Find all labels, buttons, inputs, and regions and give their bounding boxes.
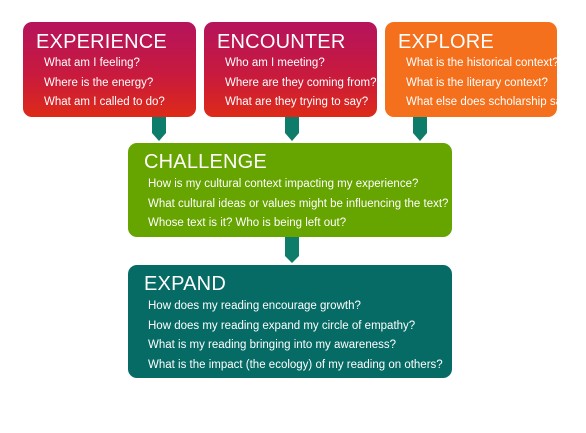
experience-title: EXPERIENCE bbox=[36, 31, 167, 53]
list-item: What am I feeling? bbox=[44, 57, 140, 69]
list-item: What is my reading bringing into my awar… bbox=[148, 339, 397, 351]
list-item: What is the impact (the ecology) of my r… bbox=[148, 358, 443, 371]
list-item: Where are they coming from? bbox=[225, 76, 377, 89]
list-item: How does my reading expand my circle of … bbox=[148, 319, 416, 332]
list-item: What else does scholarship say? bbox=[406, 96, 575, 108]
arrow-explore-to-challenge bbox=[413, 117, 427, 141]
encounter-questions: Who am I meeting? Where are they coming … bbox=[225, 57, 377, 117]
list-item: How does my reading encourage growth? bbox=[148, 300, 361, 312]
arrow-experience-to-challenge bbox=[152, 117, 166, 141]
explore-title: EXPLORE bbox=[398, 31, 494, 53]
encounter-title: ENCOUNTER bbox=[217, 31, 346, 53]
list-item: What is the literary context? bbox=[406, 76, 548, 89]
challenge-title: CHALLENGE bbox=[144, 151, 267, 173]
arrow-encounter-to-challenge bbox=[285, 117, 299, 141]
experience-questions: What am I feeling? Where is the energy? … bbox=[44, 57, 165, 117]
expand-title: EXPAND bbox=[144, 273, 226, 295]
encounter-box: ENCOUNTER Who am I meeting? Where are th… bbox=[204, 22, 377, 117]
expand-box: EXPAND How does my reading encourage gro… bbox=[128, 265, 452, 378]
explore-box: EXPLORE What is the historical context? … bbox=[385, 22, 574, 117]
list-item: Whose text is it? Who is being left out? bbox=[148, 217, 347, 229]
experience-box: EXPERIENCE What am I feeling? Where is t… bbox=[23, 22, 196, 117]
list-item: What are they trying to say? bbox=[225, 96, 369, 108]
list-item: How is my cultural context impacting my … bbox=[148, 178, 419, 190]
arrow-challenge-to-expand bbox=[285, 237, 299, 263]
list-item: Who am I meeting? bbox=[225, 57, 325, 69]
list-item: What is the historical context? bbox=[406, 57, 559, 69]
list-item: What am I called to do? bbox=[44, 96, 165, 108]
expand-questions: How does my reading encourage growth? Ho… bbox=[148, 300, 443, 379]
list-item: Where is the energy? bbox=[44, 76, 154, 89]
explore-questions: What is the historical context? What is … bbox=[406, 57, 575, 117]
challenge-questions: How is my cultural context impacting my … bbox=[148, 178, 449, 238]
list-item: What cultural ideas or values might be i… bbox=[148, 197, 449, 210]
challenge-box: CHALLENGE How is my cultural context imp… bbox=[128, 143, 452, 237]
